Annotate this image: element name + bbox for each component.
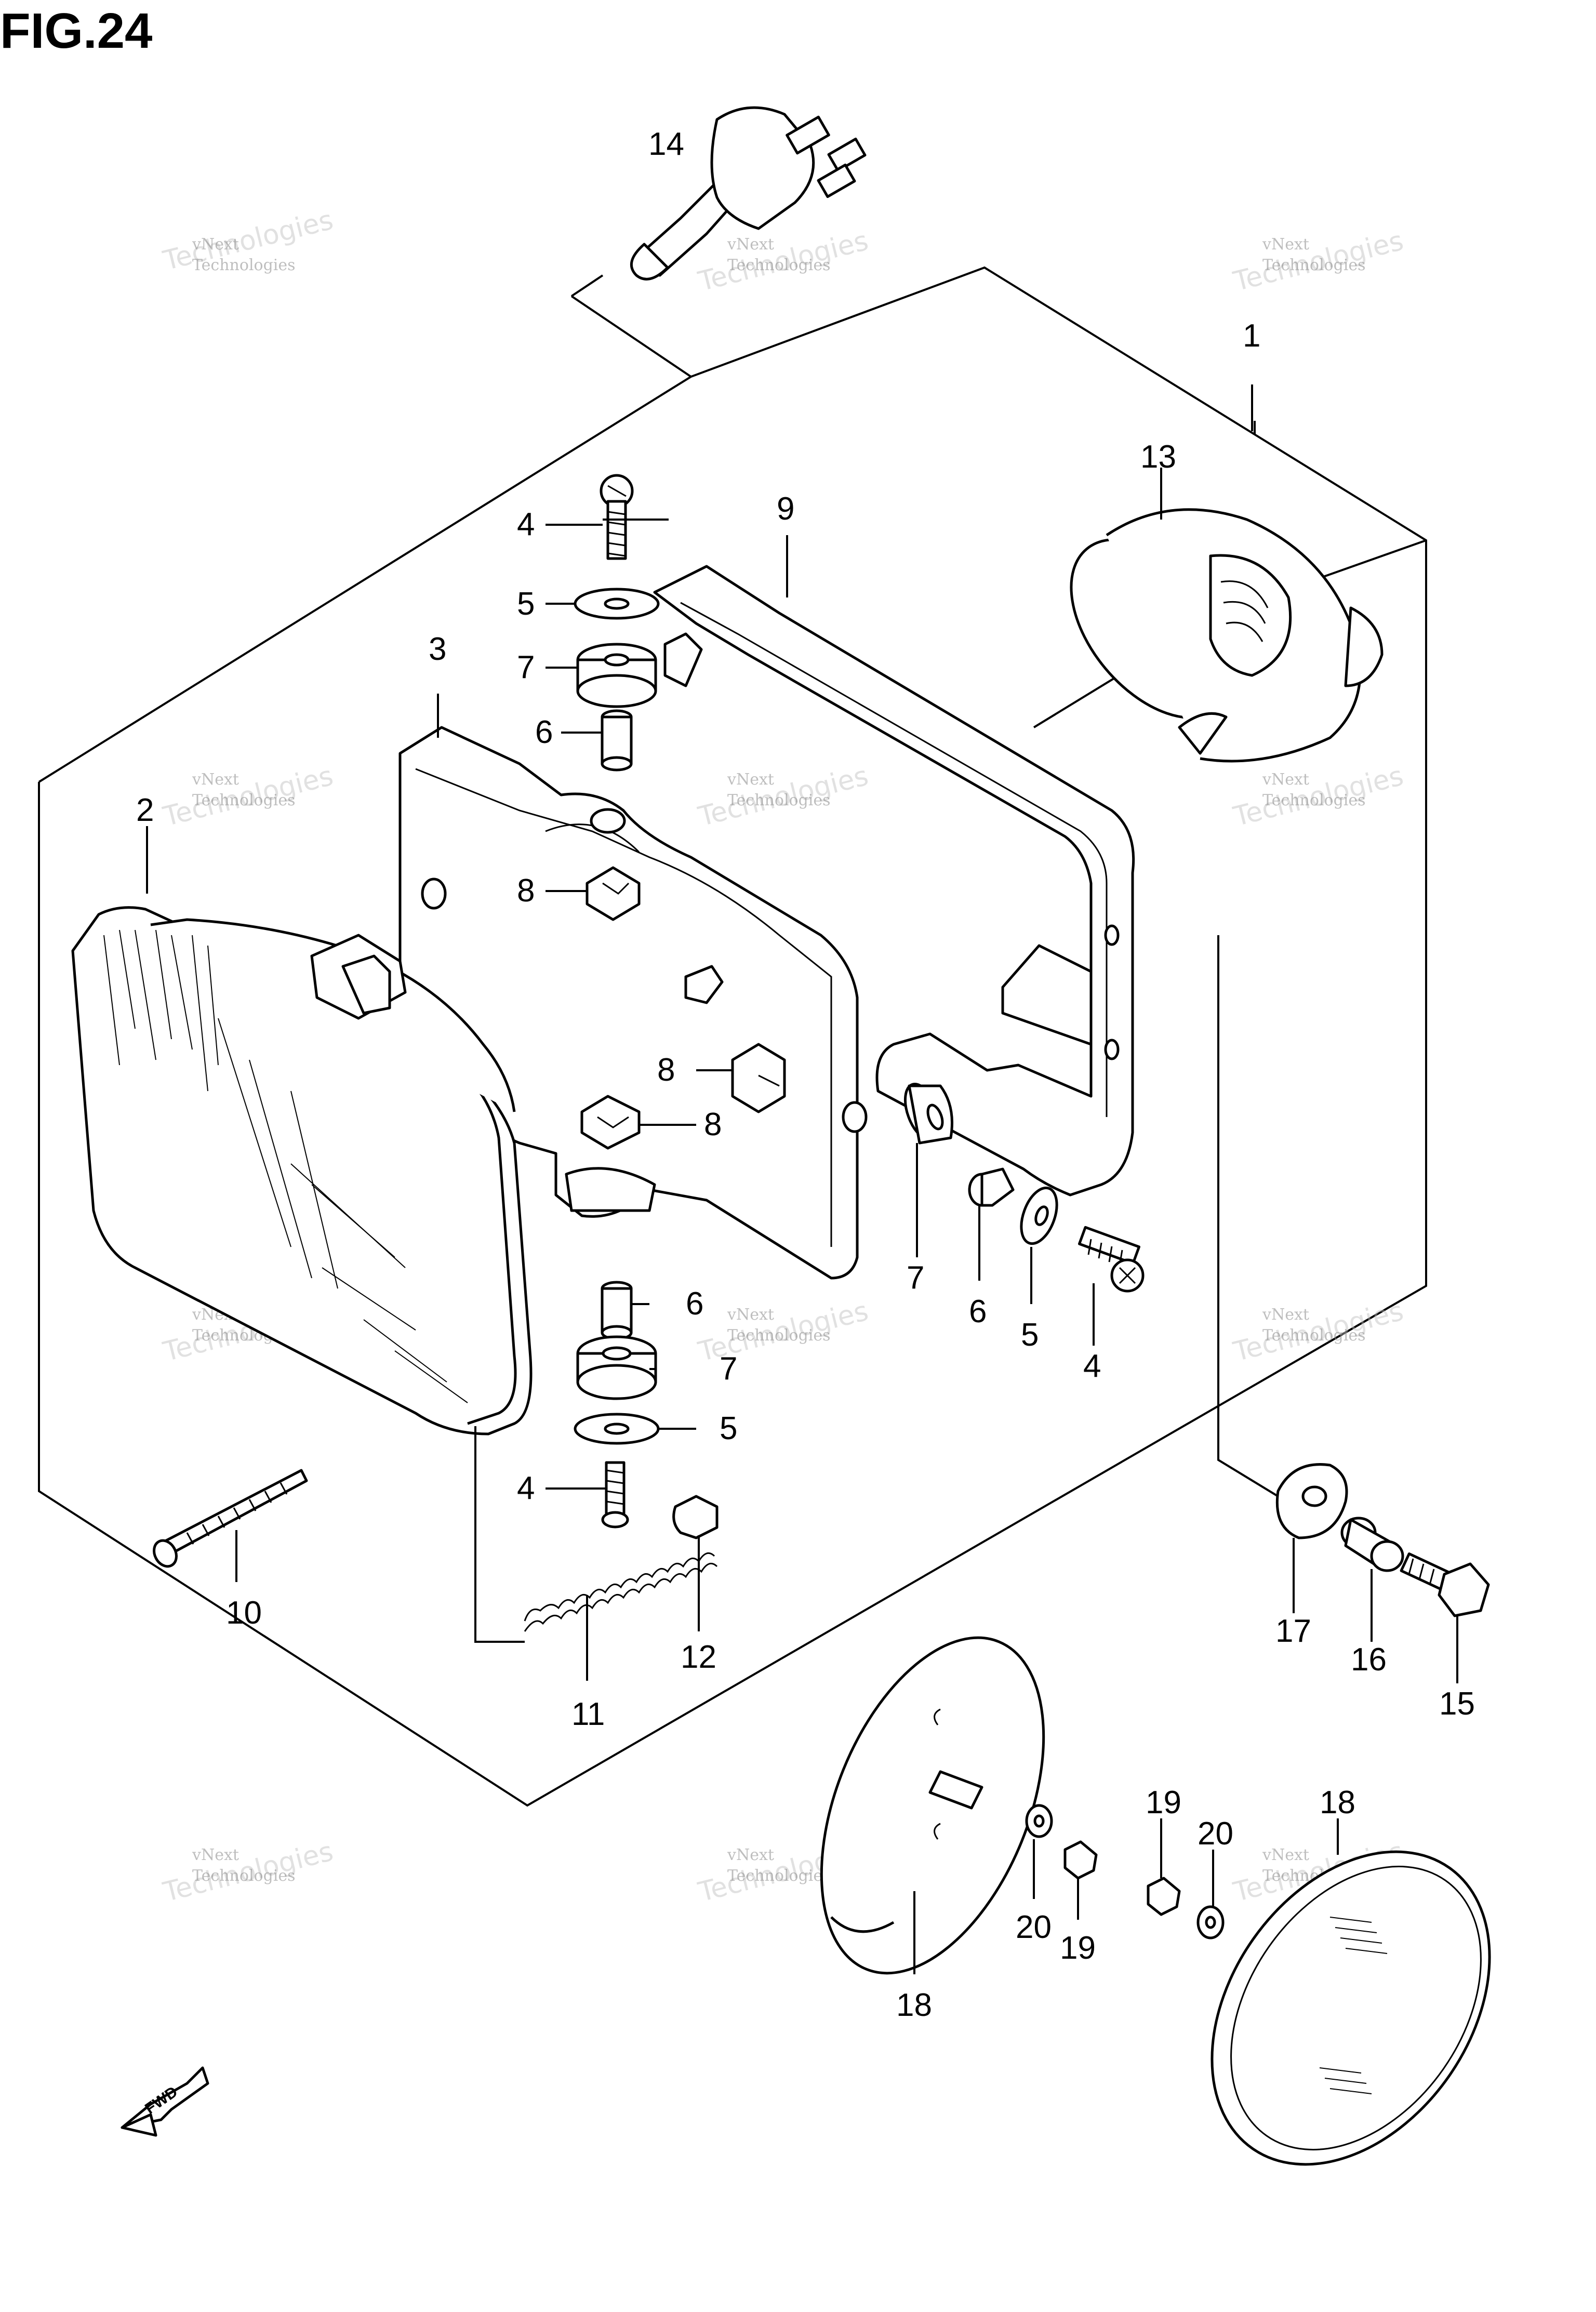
svg-text:Technologies: Technologies — [727, 1326, 831, 1345]
svg-text:vNext: vNext — [727, 770, 774, 789]
svg-text:Technologies: Technologies — [192, 256, 296, 274]
part-19-nut-right — [1147, 1877, 1181, 1916]
svg-text:Technologies: Technologies — [727, 791, 831, 809]
part-16-collar — [1340, 1517, 1404, 1572]
callout-1: 1 — [1243, 318, 1260, 354]
callout-16: 16 — [1351, 1642, 1387, 1678]
part-18-base-plate — [820, 1636, 1045, 1975]
leader-lines — [146, 384, 1458, 1974]
callout-8-middle: 8 — [657, 1052, 675, 1088]
callout-5-upper: 5 — [517, 586, 535, 622]
part-6-collar-right — [968, 1167, 1015, 1207]
callout-4-upper: 4 — [517, 507, 535, 542]
fwd-arrow-icon: FWD — [121, 2066, 209, 2137]
svg-text:Technologies: Technologies — [192, 1867, 296, 1885]
callout-7-right: 7 — [907, 1260, 924, 1296]
svg-text:vNext: vNext — [727, 1846, 774, 1864]
part-4-screw-upper — [600, 474, 634, 560]
callout-19-upper: 19 — [1146, 1785, 1181, 1821]
svg-text:vNext: vNext — [1262, 1846, 1309, 1864]
callout-18-left: 18 — [896, 1987, 932, 2023]
callout-6-right: 6 — [969, 1294, 987, 1330]
svg-text:vNext: vNext — [192, 1846, 239, 1864]
callout-6-lower: 6 — [686, 1286, 703, 1322]
part-8-clip-lower — [580, 1095, 641, 1150]
svg-text:vNext: vNext — [727, 235, 774, 254]
svg-text:Technologies: Technologies — [727, 256, 831, 274]
part-7-grommet-lower — [576, 1335, 657, 1400]
callout-labels: 1 2 3 4 4 4 5 5 5 6 6 6 7 7 7 8 8 8 9 10… — [136, 126, 1475, 2023]
callout-19-lower: 19 — [1060, 1930, 1096, 1966]
callout-4-right: 4 — [1083, 1348, 1101, 1384]
part-9-frame — [653, 565, 1135, 1197]
callout-20-left: 20 — [1016, 1909, 1052, 1945]
callout-14: 14 — [648, 126, 684, 162]
svg-text:vNext: vNext — [1262, 770, 1309, 789]
part-5-washer-lower — [574, 1413, 660, 1445]
callout-3: 3 — [429, 631, 446, 667]
part-17-bracket-nut — [1275, 1463, 1348, 1539]
callout-8-upper: 8 — [517, 873, 535, 909]
svg-text:vNext: vNext — [192, 235, 239, 254]
svg-text:Technologies: Technologies — [1262, 1326, 1366, 1345]
part-4-screw-lower — [601, 1461, 629, 1529]
leader-line — [570, 274, 604, 297]
part-5-washer-upper — [574, 588, 660, 620]
svg-text:vNext: vNext — [727, 1306, 774, 1324]
part-11-spring — [524, 1552, 718, 1632]
part-8-clip-middle — [731, 1043, 786, 1113]
callout-6-upper: 6 — [535, 714, 553, 750]
callout-7-lower: 7 — [720, 1351, 737, 1387]
part-7-grommet-right — [903, 1083, 953, 1145]
callout-11: 11 — [571, 1696, 605, 1732]
part-4-screw-right — [1078, 1226, 1145, 1293]
part-5-washer-right — [1020, 1186, 1058, 1245]
leader-line — [570, 295, 692, 378]
part-15-bolt — [1400, 1552, 1490, 1617]
svg-text:vNext: vNext — [192, 770, 239, 789]
part-13-shell — [1070, 508, 1384, 763]
part-14-bulb — [630, 106, 867, 281]
part-20-washer-right — [1196, 1905, 1225, 1939]
callout-12: 12 — [681, 1639, 716, 1675]
part-12-nut — [672, 1495, 719, 1539]
part-20-washer-left — [1025, 1804, 1053, 1838]
callout-5-lower: 5 — [720, 1411, 737, 1446]
callout-2: 2 — [136, 792, 154, 828]
svg-text:Technologies: Technologies — [727, 1867, 831, 1885]
part-8-clip-upper — [586, 866, 641, 921]
part-7-grommet-upper — [576, 643, 657, 708]
svg-text:vNext: vNext — [1262, 1306, 1309, 1324]
callout-7-upper: 7 — [517, 649, 535, 685]
part-6-collar-upper — [601, 709, 633, 772]
callout-5-right: 5 — [1021, 1317, 1039, 1353]
svg-text:vNext: vNext — [1262, 235, 1309, 254]
part-6-collar-lower — [601, 1281, 633, 1340]
callout-10: 10 — [226, 1595, 262, 1631]
callout-17: 17 — [1275, 1613, 1311, 1649]
callout-9: 9 — [777, 491, 794, 527]
callout-13: 13 — [1140, 439, 1176, 475]
callout-15: 15 — [1439, 1686, 1475, 1722]
callout-4-lower: 4 — [517, 1470, 535, 1506]
svg-text:Technologies: Technologies — [192, 791, 296, 809]
figure-title: FIG.24 — [0, 3, 152, 59]
part-18-lens — [1211, 1850, 1491, 2166]
part-8-clip-top — [663, 632, 703, 687]
svg-text:Technologies: Technologies — [1262, 256, 1366, 274]
callout-20-right: 20 — [1198, 1816, 1233, 1852]
svg-text:Technologies: Technologies — [1262, 791, 1366, 809]
part-19-nut-left — [1063, 1840, 1098, 1880]
part-2-headlight — [71, 906, 533, 1436]
callout-8-lower: 8 — [704, 1107, 722, 1142]
callout-18-right: 18 — [1320, 1785, 1355, 1821]
part-10-adjusting-screw — [153, 1469, 308, 1568]
